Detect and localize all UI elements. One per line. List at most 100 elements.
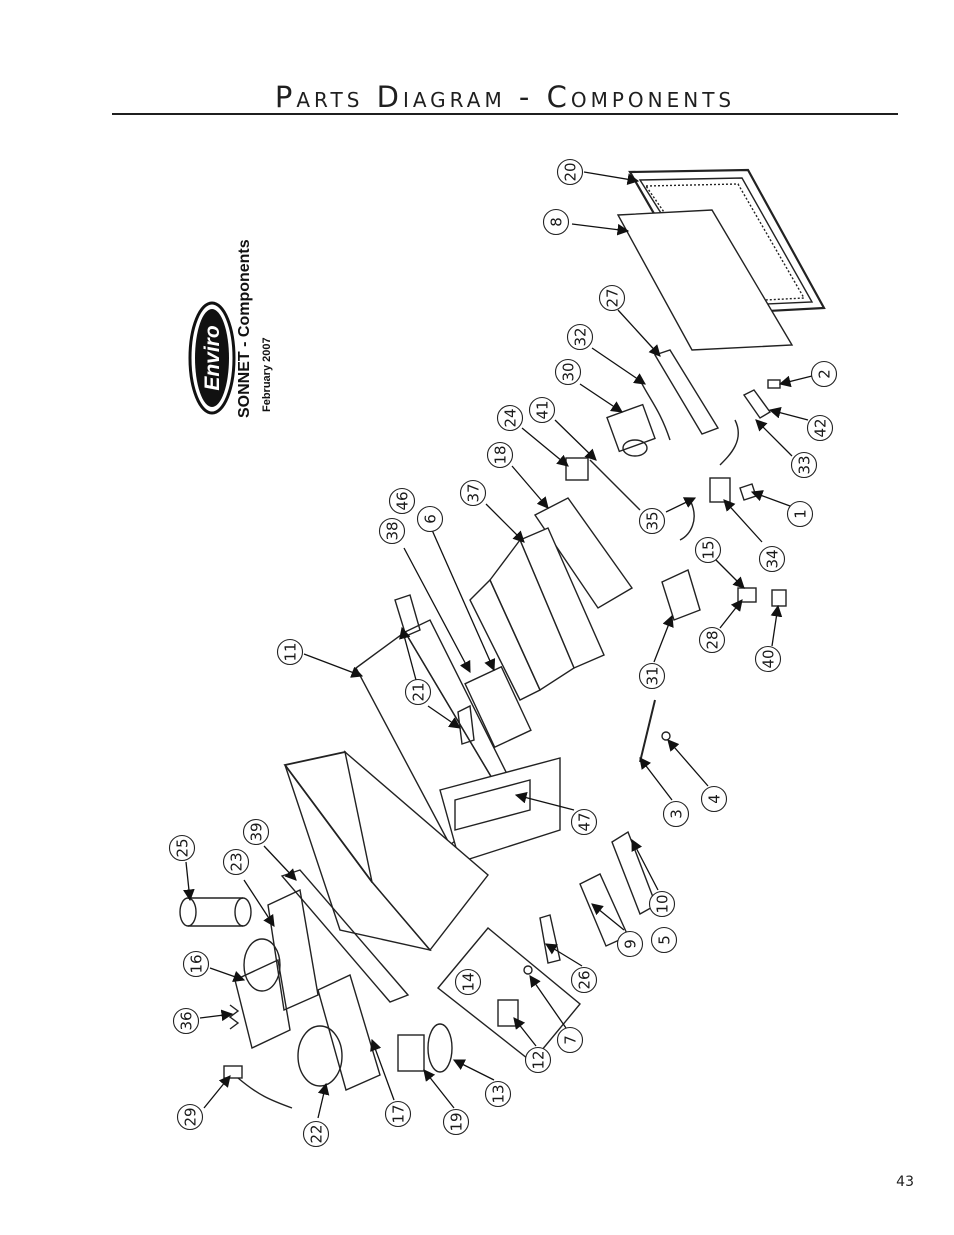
callout-23: 23 (222, 848, 250, 876)
leader-31 (653, 614, 674, 663)
callout-10: 10 (648, 890, 676, 918)
callout-circle (182, 950, 210, 978)
callout-22: 22 (302, 1120, 330, 1148)
leader-39 (263, 845, 297, 881)
callout-label: 11 (282, 642, 300, 661)
callout-label: 47 (576, 812, 594, 831)
callout-label: 5 (656, 935, 674, 945)
page-title: Parts Diagram - Components (274, 80, 736, 114)
callout-label: 23 (228, 852, 246, 871)
box-31-part (661, 569, 701, 621)
callout-circle (662, 800, 690, 828)
callout-31: 31 (638, 662, 666, 690)
part-4-shape (661, 731, 671, 741)
callout-label: 21 (410, 682, 428, 701)
leader-18 (511, 465, 549, 509)
leader-1 (750, 490, 791, 507)
callout-circle (758, 545, 786, 573)
leader-30 (579, 383, 623, 413)
leader-10 (631, 838, 659, 891)
callout-circle (810, 360, 838, 388)
leader-38 (403, 547, 471, 674)
callout-label: 10 (654, 894, 672, 913)
leader-17 (370, 1038, 395, 1101)
callout-label: 9 (622, 939, 640, 949)
callout-15: 15 (694, 536, 722, 564)
leader-33 (755, 419, 793, 457)
cylinder-25-part (179, 897, 252, 927)
leader-7 (529, 975, 567, 1029)
callout-27: 27 (598, 284, 626, 312)
callout-circle (486, 441, 514, 469)
callout-14: 14 (454, 968, 482, 996)
callout-circle (650, 926, 678, 954)
callout-label: 39 (248, 822, 266, 841)
callout-38: 38 (378, 517, 406, 545)
part-12-shape (497, 999, 519, 1027)
part-34-shape (709, 477, 731, 503)
callout-circle (638, 662, 666, 690)
callout-label: 22 (308, 1124, 326, 1143)
callout-circle (454, 968, 482, 996)
callout-35: 35 (638, 507, 666, 535)
callout-circle (524, 1046, 552, 1074)
leader-16 (209, 967, 246, 983)
callout-circle (176, 1103, 204, 1131)
leader-40 (770, 604, 783, 647)
leader-28 (719, 599, 743, 629)
part-19-shape (397, 1034, 425, 1072)
part-35-shape (679, 499, 695, 541)
burner-box-part (297, 974, 381, 1091)
leader-15 (711, 555, 745, 589)
part-26-shape (539, 914, 561, 964)
callout-label: 46 (394, 491, 412, 510)
callout-20: 20 (556, 158, 584, 186)
leader-4 (667, 739, 709, 787)
callout-circle (242, 818, 270, 846)
callout-19: 19 (442, 1108, 470, 1136)
bracket-27-part (653, 349, 720, 435)
callout-25: 25 (168, 834, 196, 862)
callout-circle (384, 1100, 412, 1128)
leader-11 (303, 653, 364, 678)
part-29-shape (223, 1065, 293, 1109)
callout-label: 1 (792, 509, 810, 519)
leader-32 (591, 347, 646, 385)
callout-label: 18 (492, 445, 510, 464)
callout-circle (378, 517, 406, 545)
callout-label: 24 (502, 408, 520, 427)
callout-label: 4 (706, 794, 724, 804)
callout-label: 41 (534, 400, 552, 419)
callout-circle (790, 451, 818, 479)
callout-39: 39 (242, 818, 270, 846)
leader-35 (665, 497, 697, 513)
leader-36 (199, 1009, 234, 1022)
logo-text: Enviro (201, 325, 224, 391)
callout-circle (496, 404, 524, 432)
callout-circle (806, 414, 834, 442)
callout-26: 26 (570, 966, 598, 994)
plate-18-part (533, 497, 634, 609)
leader-6 (431, 529, 496, 672)
callout-circle (276, 638, 304, 666)
callout-2: 2 (810, 360, 838, 388)
leader-3 (639, 757, 673, 801)
leader-34 (723, 499, 763, 543)
callout-circle (638, 507, 666, 535)
leader-19 (423, 1069, 455, 1109)
leader-41 (554, 419, 597, 461)
callout-label: 14 (460, 972, 478, 991)
enviro-logo: Enviro (188, 301, 236, 415)
leader-21b (427, 705, 461, 729)
callout-label: 3 (668, 809, 686, 819)
callout-circle (459, 479, 487, 507)
callout-6: 6 (416, 505, 444, 533)
callout-circle (694, 536, 722, 564)
callout-circle (404, 678, 432, 706)
callout-13: 13 (484, 1080, 512, 1108)
part-42-shape (742, 389, 772, 419)
callout-circle (570, 966, 598, 994)
callout-label: 12 (530, 1050, 548, 1069)
callout-label: 8 (548, 217, 566, 227)
